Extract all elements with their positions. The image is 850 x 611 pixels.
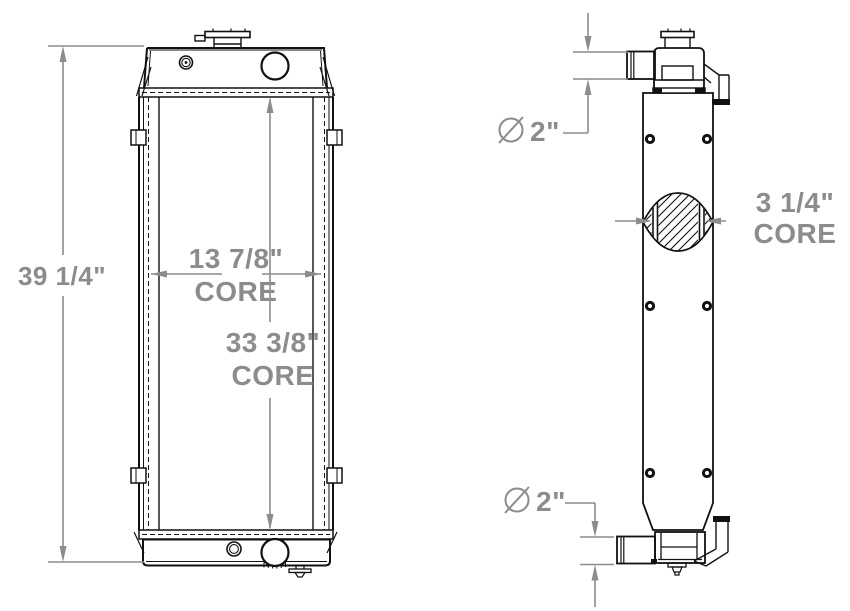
bolt-hole — [701, 133, 713, 145]
side-bottom-tank — [616, 516, 730, 576]
core — [130, 97, 343, 530]
core-section-hatch — [642, 192, 714, 252]
diameter-icon — [498, 116, 524, 144]
diameter-icon — [504, 486, 530, 514]
bolt-hole — [644, 300, 656, 312]
top-port-dimension: 2" — [498, 13, 628, 147]
mounting-clip — [326, 467, 343, 484]
mounting-clip — [130, 467, 147, 484]
side-filler-cap — [660, 28, 695, 48]
mounting-clip — [130, 129, 147, 146]
bolt-hole — [701, 467, 713, 479]
mounting-bracket-bottom — [693, 516, 730, 567]
inlet-port — [260, 51, 290, 81]
side-drain-petcock — [667, 562, 687, 576]
core-height-value: 33 3/8" — [226, 327, 321, 358]
side-top-tank — [626, 28, 730, 105]
bolt-hole — [644, 467, 656, 479]
side-core-body — [642, 92, 714, 531]
side-view: 2" 3 1/4" CORE 2" — [498, 13, 836, 607]
drain-petcock — [288, 565, 312, 578]
bolt-hole — [644, 133, 656, 145]
core-height-dimension: 33 3/8" CORE — [226, 97, 321, 530]
core-depth-value: 3 1/4" — [756, 187, 835, 218]
core-depth-unit: CORE — [754, 218, 837, 249]
overflow-fitting — [178, 55, 194, 70]
overall-height-label: 39 1/4" — [18, 261, 106, 291]
top-header — [138, 87, 334, 98]
core-height-unit: CORE — [232, 360, 315, 391]
side-hose-outlet — [616, 535, 656, 565]
filler-cap — [194, 28, 251, 48]
core-width-value: 13 7/8" — [189, 243, 284, 274]
core-width-unit: CORE — [195, 276, 278, 307]
top-port-value: 2" — [530, 116, 560, 147]
core-depth-dimension: 3 1/4" CORE — [615, 187, 836, 249]
outlet-port — [260, 537, 290, 568]
overall-height-dimension: 39 1/4" — [18, 45, 144, 563]
drain-fitting-small — [226, 541, 242, 557]
front-view: 39 1/4" 13 7/8" CORE 33 3/8" CORE — [18, 28, 343, 578]
bolt-hole — [701, 300, 713, 312]
mounting-bracket-top — [703, 63, 730, 105]
top-tank — [135, 28, 336, 97]
bottom-port-dimension: 2" — [504, 486, 614, 607]
side-hose-inlet — [626, 50, 656, 80]
core-width-dimension: 13 7/8" CORE — [151, 243, 321, 307]
bottom-port-value: 2" — [536, 486, 566, 517]
bottom-tank — [142, 537, 331, 578]
mounting-clip — [326, 129, 343, 146]
